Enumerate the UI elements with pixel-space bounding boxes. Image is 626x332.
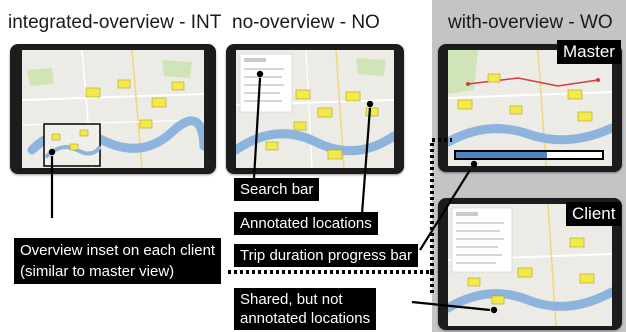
overview-inset-line1: Overview inset on each client [20, 242, 216, 259]
heading-no-overview: no-overview - NO [232, 12, 380, 33]
client-tag: Client [566, 202, 622, 226]
heading-integrated-overview: integrated-overview - INT [8, 12, 222, 33]
trip-progress-fill [456, 152, 547, 158]
map-screen-int[interactable] [22, 50, 204, 168]
overview-inset-line2: (similar to master view) [20, 263, 175, 280]
master-tag: Master [557, 40, 621, 64]
tablet-master [438, 44, 622, 172]
label-overview-inset: Overview inset on each client (similar t… [14, 238, 222, 284]
shared-line2: annotated locations [240, 310, 371, 327]
tablet-no [226, 44, 404, 174]
map-int [22, 50, 204, 168]
shared-line1: Shared, but not [240, 291, 343, 308]
label-search-bar: Search bar [234, 178, 320, 201]
trip-progress-bar [454, 150, 604, 160]
tablet-int [10, 44, 216, 174]
label-annotated-locations: Annotated locations [234, 212, 378, 235]
map-screen-no[interactable] [236, 50, 394, 168]
map-screen-master[interactable] [448, 50, 612, 166]
label-trip-progress: Trip duration progress bar [234, 244, 419, 267]
heading-with-overview: with-overview - WO [448, 12, 613, 33]
label-shared-locations: Shared, but not annotated locations [234, 288, 377, 330]
map-no [236, 50, 394, 168]
map-master [448, 50, 612, 166]
